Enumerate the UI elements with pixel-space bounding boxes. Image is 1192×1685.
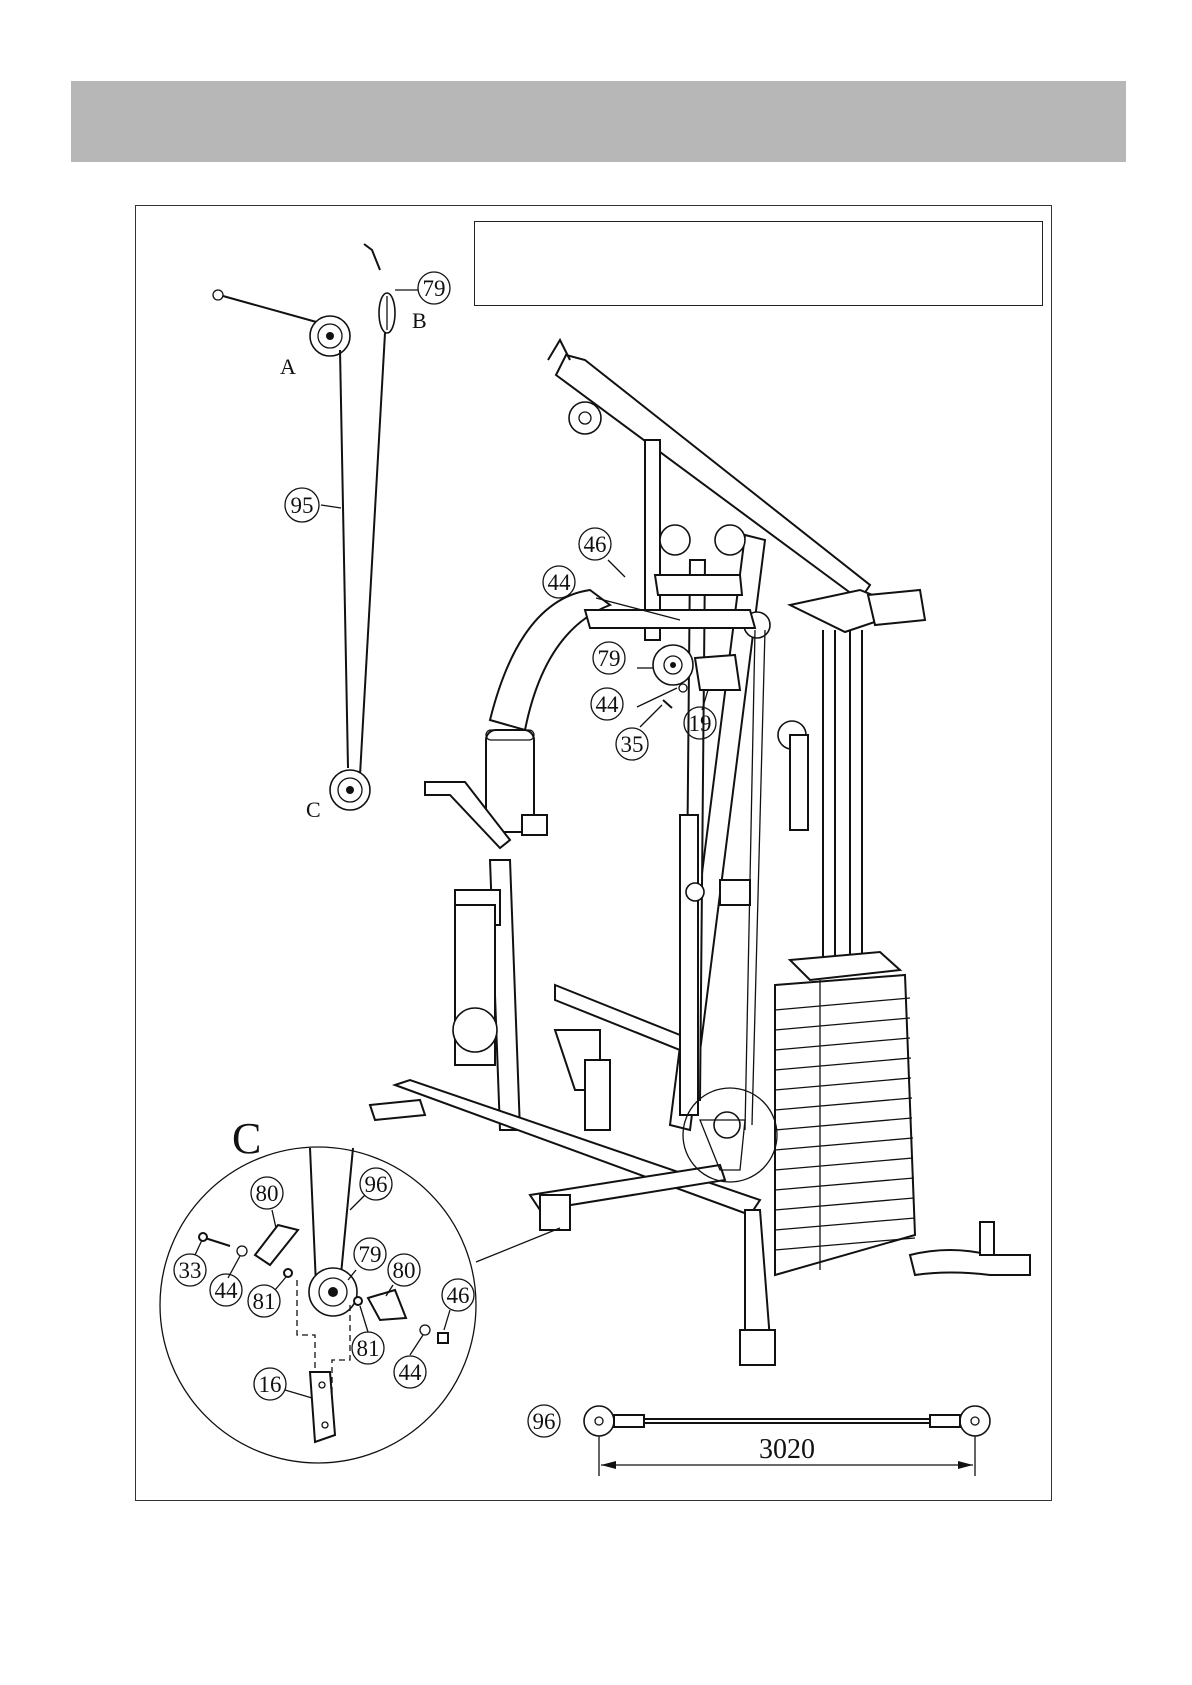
part-80-b-label: 80 — [393, 1258, 416, 1283]
part-balloon-79-main: 79 — [593, 642, 625, 674]
part-balloon-44-det-a: 44 — [210, 1274, 242, 1306]
part-balloon-81-a: 81 — [248, 1285, 280, 1317]
part-44-det-b-label: 44 — [399, 1360, 423, 1385]
part-balloon-35: 35 — [616, 728, 648, 760]
part-balloon-81-b: 81 — [352, 1332, 384, 1364]
part-balloon-80-b: 80 — [388, 1254, 420, 1286]
part-81-a-label: 81 — [253, 1289, 276, 1314]
part-96-cable-label: 96 — [533, 1409, 556, 1434]
callout-c-small: C — [306, 797, 321, 822]
part-44-det-a-label: 44 — [215, 1278, 239, 1303]
part-balloon-46-det: 46 — [442, 1279, 474, 1311]
callout-c-detail: C — [232, 1114, 261, 1163]
part-balloon-44-main-a: 44 — [543, 566, 575, 598]
detail-c — [160, 1147, 476, 1463]
cable-routing-schematic — [213, 244, 418, 810]
part-balloon-95: 95 — [285, 488, 319, 522]
part-35-label: 35 — [621, 732, 644, 757]
callout-b: B — [412, 308, 427, 333]
part-balloon-96-cable: 96 — [528, 1405, 560, 1437]
part-95-label: 95 — [291, 493, 314, 518]
pulley-c — [330, 770, 370, 810]
part-balloon-80-a: 80 — [251, 1177, 283, 1209]
pulley-a — [310, 316, 350, 356]
part-46-main-label: 46 — [584, 532, 607, 557]
part-balloon-46-main: 46 — [579, 528, 611, 560]
cable-length-dimension: 3020 — [759, 1434, 815, 1465]
part-balloon-79-top: 79 — [418, 272, 450, 304]
pulley-b — [379, 293, 395, 333]
part-balloon-19: 19 — [684, 707, 716, 739]
callout-a: A — [280, 354, 296, 379]
part-81-b-label: 81 — [357, 1336, 380, 1361]
part-balloon-96-detail: 96 — [360, 1168, 392, 1200]
part-balloon-44-main-b: 44 — [591, 688, 623, 720]
part-96-detail-label: 96 — [365, 1172, 388, 1197]
part-80-a-label: 80 — [256, 1181, 279, 1206]
part-44-main-b-label: 44 — [596, 692, 620, 717]
weight-stack — [775, 975, 915, 1275]
part-79-main-label: 79 — [598, 646, 621, 671]
part-79-top-label: 79 — [423, 276, 446, 301]
part-balloon-16: 16 — [254, 1368, 286, 1400]
part-46-det-label: 46 — [447, 1283, 470, 1308]
part-44-main-a-label: 44 — [548, 570, 572, 595]
part-79-det-label: 79 — [359, 1242, 382, 1267]
part-balloon-33: 33 — [174, 1254, 206, 1286]
part-16-label: 16 — [259, 1372, 282, 1397]
part-33-label: 33 — [179, 1258, 202, 1283]
pulley-79-main — [653, 645, 693, 685]
part-19-label: 19 — [689, 711, 712, 736]
part-balloon-44-det-b: 44 — [394, 1356, 426, 1388]
home-gym-machine — [370, 340, 1030, 1365]
part-balloon-79-det: 79 — [354, 1238, 386, 1270]
